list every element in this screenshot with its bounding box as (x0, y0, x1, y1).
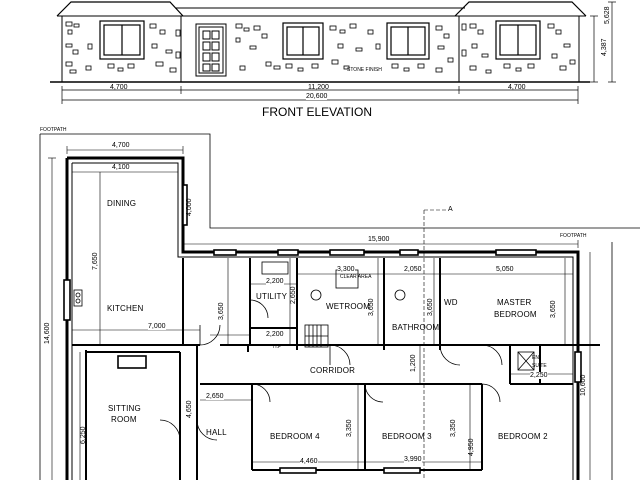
front-elevation (50, 1, 616, 104)
window-left (99, 20, 145, 60)
dim-right-depth: 10,600 (580, 374, 587, 396)
dim-bed4-depth: 3,350 (346, 419, 353, 437)
dim-overall: 20,600 (306, 93, 328, 100)
room-hp: H.P (273, 344, 282, 350)
room-master-line2: BEDROOM (494, 310, 537, 319)
dim-utility-width: 2,200 (266, 278, 284, 285)
partition-walls (72, 258, 600, 480)
room-hall: HALL (206, 428, 227, 437)
room-bathroom: BATHROOM (392, 323, 440, 332)
clear-area-label: CLEAR AREA (340, 274, 372, 280)
dim-bathroom-depth: 3,650 (427, 298, 434, 316)
room-bedroom3: BEDROOM 3 (382, 432, 432, 441)
dim-kitchen-length: 7,000 (148, 323, 166, 330)
room-bedroom2: BEDROOM 2 (498, 432, 548, 441)
site-boundary (40, 133, 640, 229)
hp-stair (304, 324, 329, 348)
floor-plan (39, 133, 640, 480)
section-marker: A (448, 206, 453, 213)
dim-hp-width: 2,200 (266, 331, 284, 338)
dim-bed3-width: 3,990 (404, 456, 422, 463)
dim-overall-depth: 14,600 (44, 322, 51, 344)
room-master-line1: MASTER (497, 298, 532, 307)
dim-wing-outer: 4,700 (112, 142, 130, 149)
dim-hall-depth: 4,650 (186, 400, 193, 418)
room-kitchen: KITCHEN (107, 304, 144, 313)
window-centre-2 (386, 22, 430, 60)
dim-dining-window: 4,000 (186, 198, 193, 216)
dim-utility-depth: 2,650 (290, 286, 297, 304)
dim-sitting-depth: 6,250 (80, 426, 87, 444)
dim-hall-width: 2,650 (206, 393, 224, 400)
stone-texture (65, 21, 576, 74)
left-wing-roof (56, 1, 184, 17)
window-centre-1 (282, 22, 324, 60)
right-wing-wall (458, 15, 580, 83)
dim-bed2-depth: 4,950 (468, 438, 475, 456)
section-line-a (423, 209, 446, 480)
dim-kitchen-depth: 7,650 (92, 252, 99, 270)
dim-bathroom-width: 2,050 (404, 266, 422, 273)
dim-bed3-depth: 3,350 (450, 419, 457, 437)
plan-windows (63, 184, 582, 474)
room-ensuite-line2: SUITE (532, 363, 547, 369)
stone-finish-label: STONE FINISH (347, 67, 382, 73)
window-right (495, 20, 541, 60)
room-sitting-line2: ROOM (111, 415, 137, 424)
room-sitting-line1: SITTING (108, 404, 141, 413)
dim-kitchen-wall: 3,650 (218, 302, 225, 320)
dim-main-length: 15,900 (368, 236, 390, 243)
dim-ridge-height: 5,628 (604, 6, 611, 24)
room-wetroom: WETROOM (326, 302, 371, 311)
inner-walls-outer-skin (71, 162, 574, 480)
door-swings (159, 299, 503, 441)
room-bedroom4: BEDROOM 4 (270, 432, 320, 441)
room-dining: DINING (107, 199, 137, 208)
dim-wing-inner: 4,100 (112, 164, 130, 171)
dim-ensuite-width: 2,250 (530, 372, 548, 379)
dim-wall-height: 4,387 (601, 38, 608, 56)
dim-wetroom-width: 3,300 (337, 266, 355, 273)
elevation-dimensions (61, 1, 616, 104)
right-wing-roof (454, 1, 587, 17)
dim-master-depth: 3,650 (550, 300, 557, 318)
room-ensuite-line1: EN- (532, 355, 541, 361)
dim-master-width: 5,050 (496, 266, 514, 273)
front-door (195, 23, 227, 77)
dim-centre: 11,200 (308, 84, 329, 91)
room-corridor: CORRIDOR (310, 366, 356, 375)
room-utility: UTILITY (256, 292, 288, 301)
footpath-left-label: FOOTPATH (40, 127, 67, 133)
front-elevation-title: FRONT ELEVATION (262, 105, 373, 119)
dim-left-wing: 4,700 (110, 84, 128, 91)
footpath-right-label: FOOTPATH (560, 233, 587, 239)
dim-bed4-width: 4,460 (300, 458, 318, 465)
dim-corridor-width: 1,200 (410, 354, 417, 372)
room-wd: WD (444, 298, 458, 307)
fixtures (73, 261, 535, 371)
dim-right-wing: 4,700 (508, 84, 526, 91)
